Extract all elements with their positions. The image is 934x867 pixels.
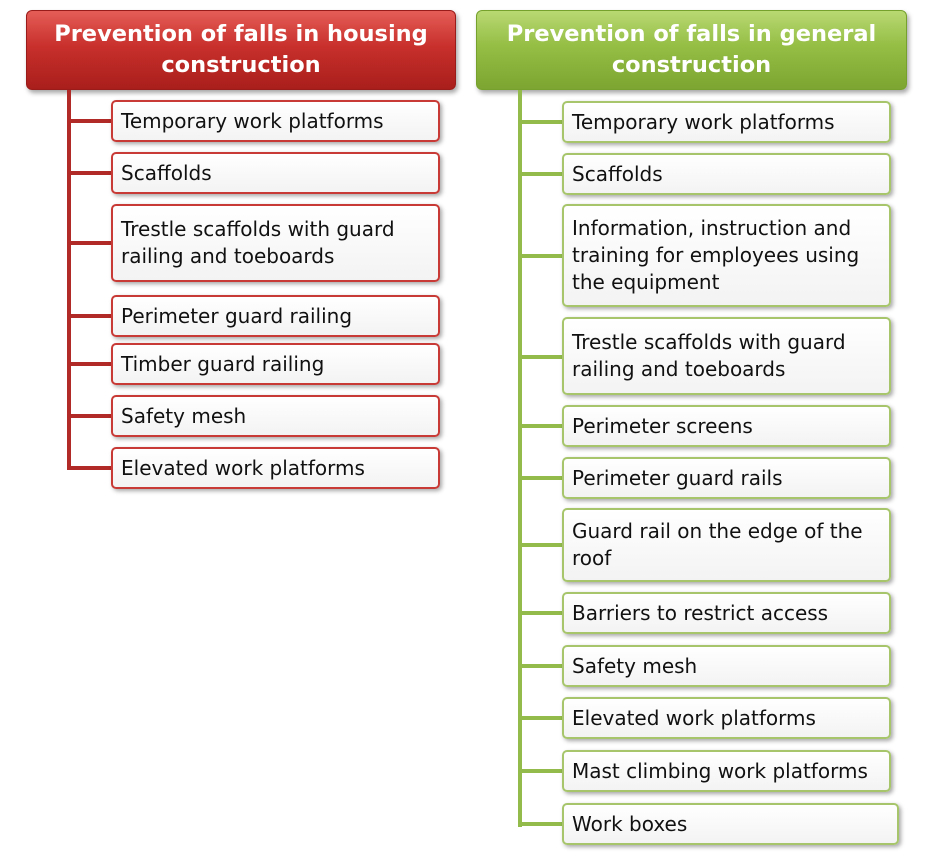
general-construction-spine — [518, 90, 522, 827]
general-item-mast-climbing-work-platforms: Mast climbing work platforms — [562, 750, 891, 792]
connector — [518, 822, 563, 826]
general-construction-header: Prevention of falls in general construct… — [476, 10, 907, 90]
connector — [518, 120, 563, 124]
housing-item-scaffolds: Scaffolds — [111, 152, 440, 194]
general-item-guard-rail-roof-edge: Guard rail on the edge of the roof — [562, 508, 891, 582]
connector — [67, 171, 112, 175]
housing-construction-header: Prevention of falls in housing construct… — [26, 10, 456, 90]
general-item-work-boxes: Work boxes — [562, 803, 899, 845]
connector — [67, 314, 112, 318]
housing-item-safety-mesh: Safety mesh — [111, 395, 440, 437]
housing-item-temporary-work-platforms: Temporary work platforms — [111, 100, 440, 142]
housing-construction-spine — [67, 90, 71, 470]
connector — [518, 476, 563, 480]
connector — [67, 241, 112, 245]
housing-item-timber-guard-railing: Timber guard railing — [111, 343, 440, 385]
connector — [67, 414, 112, 418]
general-item-information-instruction-training: Information, instruction and training fo… — [562, 204, 891, 307]
housing-item-perimeter-guard-railing: Perimeter guard railing — [111, 295, 440, 337]
general-item-safety-mesh: Safety mesh — [562, 645, 891, 687]
connector — [518, 355, 563, 359]
connector — [67, 362, 112, 366]
connector — [518, 172, 563, 176]
general-item-temporary-work-platforms: Temporary work platforms — [562, 101, 891, 143]
general-item-barriers-restrict-access: Barriers to restrict access — [562, 592, 891, 634]
connector — [518, 611, 563, 615]
connector — [67, 466, 112, 470]
general-item-perimeter-guard-rails: Perimeter guard rails — [562, 457, 891, 499]
housing-item-trestle-scaffolds: Trestle scaffolds with guard railing and… — [111, 204, 440, 282]
general-item-trestle-scaffolds: Trestle scaffolds with guard railing and… — [562, 317, 891, 395]
connector — [518, 254, 563, 258]
connector — [518, 424, 563, 428]
connector — [518, 543, 563, 547]
general-item-perimeter-screens: Perimeter screens — [562, 405, 891, 447]
connector — [518, 769, 563, 773]
connector — [518, 716, 563, 720]
connector — [67, 119, 112, 123]
connector — [518, 664, 563, 668]
general-item-elevated-work-platforms: Elevated work platforms — [562, 697, 891, 739]
general-item-scaffolds: Scaffolds — [562, 153, 891, 195]
housing-item-elevated-work-platforms: Elevated work platforms — [111, 447, 440, 489]
